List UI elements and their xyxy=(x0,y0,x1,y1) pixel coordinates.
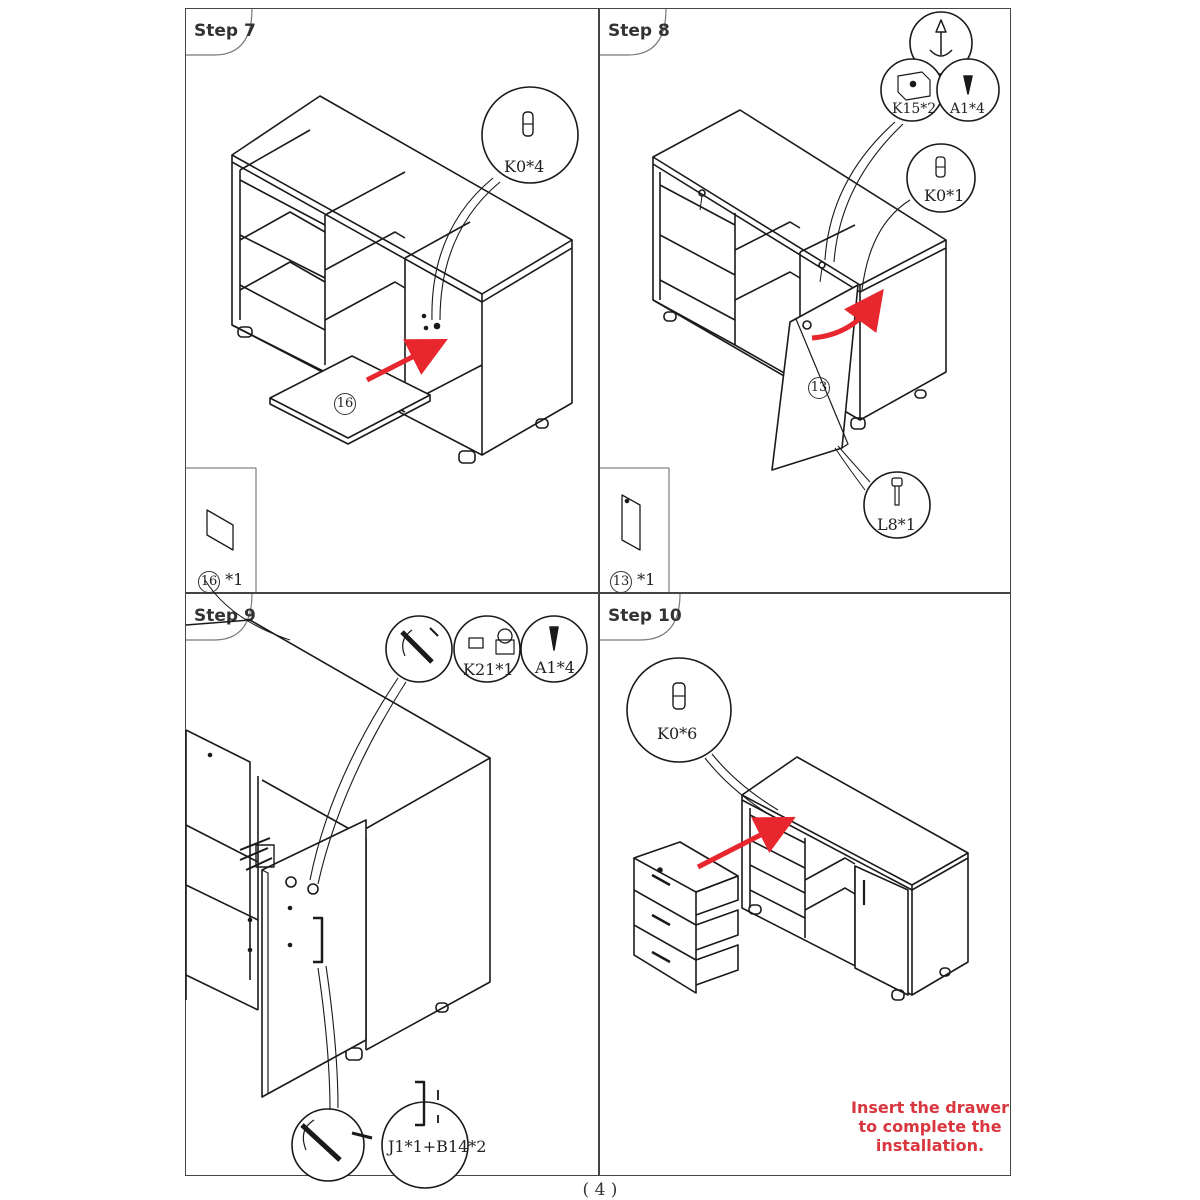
note-line-2: to complete the xyxy=(858,1117,1002,1136)
step-10-cabinet xyxy=(633,756,969,1001)
step-9-cabinet xyxy=(185,619,491,1098)
step-9-a1-label: A1*4 xyxy=(535,658,575,677)
step-7-label: Step 7 xyxy=(194,21,256,41)
step-10-label: Step 10 xyxy=(608,606,682,626)
completion-note: Insert the drawer to complete the instal… xyxy=(820,1098,1040,1155)
step-8-part-caption: 13 *1 xyxy=(610,570,655,593)
step-8-cabinet xyxy=(652,109,947,471)
note-line-1: Insert the drawer xyxy=(851,1098,1009,1117)
step-7-part-caption: 16 *1 xyxy=(198,570,243,593)
step-8-l8-label: L8*1 xyxy=(877,515,916,534)
divider-horizontal xyxy=(185,592,1011,594)
step-8-a1-label: A1*4 xyxy=(950,101,985,117)
step-8-door-number: 13 xyxy=(808,376,830,399)
step-9-k21-label: K21*1 xyxy=(463,660,514,679)
step-10-tab: Step 10 xyxy=(600,594,686,642)
step-10-k0-label: K0*6 xyxy=(657,724,698,743)
door-number-badge: 13 xyxy=(808,377,830,399)
step-8-label: Step 8 xyxy=(608,21,670,41)
page-number: ( 4 ) xyxy=(582,1180,618,1200)
k0-callout-circle xyxy=(481,86,579,184)
part-number-badge: 16 xyxy=(198,571,220,593)
panel-number-badge: 16 xyxy=(334,393,356,415)
part-number-badge: 13 xyxy=(610,571,632,593)
step-7-panel-number: 16 xyxy=(334,392,356,415)
step-8-k0-label: K0*1 xyxy=(924,186,965,205)
note-line-3: installation. xyxy=(875,1136,985,1155)
part-quantity: *1 xyxy=(225,570,244,589)
step-8-tab: Step 8 xyxy=(600,9,670,57)
step-9-j1-label: J1*1+B14*2 xyxy=(388,1137,487,1156)
step-8-k15-label: K15*2 xyxy=(892,101,937,117)
step-7-k0-label: K0*4 xyxy=(504,157,545,176)
part-quantity: *1 xyxy=(637,570,656,589)
step-7-tab: Step 7 xyxy=(186,9,256,57)
